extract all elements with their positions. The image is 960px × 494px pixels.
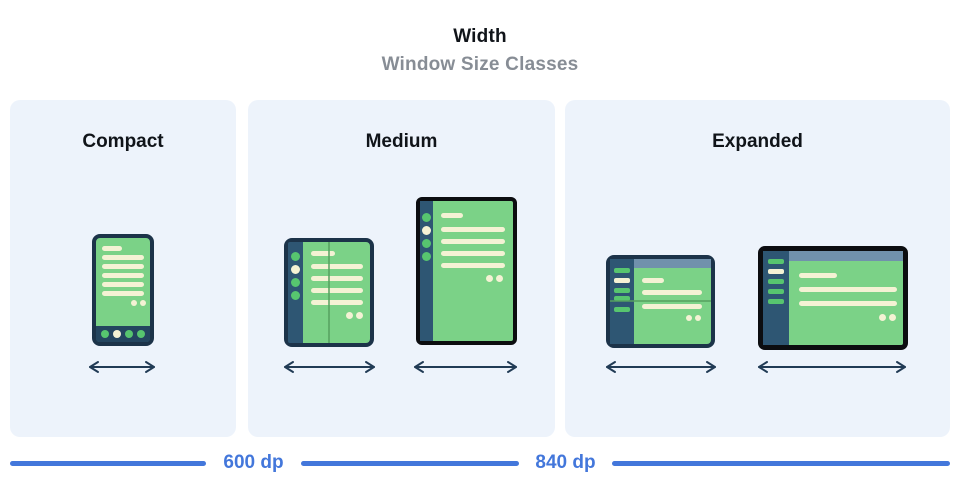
nav-rail [763, 251, 789, 345]
list-line [441, 239, 505, 244]
width-arrow-compact [89, 361, 155, 373]
list-line [102, 282, 144, 287]
width-arrow-tablet [414, 361, 517, 373]
list-line [799, 287, 897, 292]
rail-item [614, 307, 630, 312]
phone-nav-bar [96, 326, 150, 342]
foldable-landscape-device [606, 255, 715, 348]
list-line [441, 251, 505, 256]
list-line [311, 251, 335, 256]
rail-item [768, 279, 784, 284]
width-arrow-landscape-tablet [758, 361, 906, 373]
breakpoint-600-label: 600 dp [223, 452, 284, 473]
width-arrow-landscape-foldable [606, 361, 716, 373]
action-dot [889, 314, 896, 321]
diagram-subtitle: Window Size Classes [381, 54, 579, 75]
list-line [799, 301, 897, 306]
ruler-segment [612, 461, 950, 466]
list-line [311, 300, 363, 305]
rail-item [614, 268, 630, 273]
foldable-portrait-device [284, 238, 374, 347]
rail-dot [422, 252, 431, 261]
list-line [642, 290, 702, 295]
phone-device [92, 234, 154, 346]
nav-dot [113, 330, 121, 338]
size-class-label-expanded: Expanded [712, 131, 803, 152]
fold-line [328, 242, 330, 343]
nav-rail [420, 201, 433, 341]
list-line [642, 278, 664, 283]
diagram-title: Width [453, 26, 507, 47]
rail-dot [422, 213, 431, 222]
list-line [642, 304, 702, 309]
rail-dot [291, 291, 300, 300]
list-line [102, 291, 144, 296]
list-line [102, 264, 144, 269]
rail-item [614, 288, 630, 293]
action-dot [486, 275, 493, 282]
rail-dot [422, 226, 431, 235]
list-line [311, 276, 363, 281]
action-dot [346, 312, 353, 319]
rail-dot [291, 278, 300, 287]
nav-dot [101, 330, 109, 338]
breakpoint-840-label: 840 dp [535, 452, 596, 473]
panel-compact: Compact [10, 100, 236, 437]
action-dot [879, 314, 886, 321]
panel-medium: Medium [248, 100, 555, 437]
list-line [102, 273, 144, 278]
top-app-bar [634, 259, 711, 268]
ruler-segment [301, 461, 519, 466]
action-dot [140, 300, 146, 306]
rail-item [614, 296, 630, 301]
action-dot [496, 275, 503, 282]
rail-item [768, 259, 784, 264]
list-line [799, 273, 837, 278]
size-class-label-compact: Compact [82, 131, 164, 152]
tablet-landscape-device [758, 246, 908, 350]
action-dot [131, 300, 137, 306]
rail-item [768, 269, 784, 274]
width-arrow-foldable [284, 361, 375, 373]
action-dot [686, 315, 692, 321]
list-line [441, 213, 463, 218]
size-class-label-medium: Medium [365, 131, 438, 152]
top-app-bar [789, 251, 903, 261]
rail-dot [291, 265, 300, 274]
fold-line [610, 300, 711, 302]
list-line [311, 264, 363, 269]
action-dot [356, 312, 363, 319]
list-line [102, 246, 122, 251]
action-dot [695, 315, 701, 321]
nav-dot [125, 330, 133, 338]
rail-dot [422, 239, 431, 248]
rail-item [768, 289, 784, 294]
rail-item [614, 278, 630, 283]
ruler-segment [10, 461, 206, 466]
rail-item [768, 299, 784, 304]
list-line [441, 227, 505, 232]
rail-dot [291, 252, 300, 261]
nav-dot [137, 330, 145, 338]
list-line [441, 263, 505, 268]
tablet-portrait-device [416, 197, 517, 345]
list-line [102, 255, 144, 260]
list-line [311, 288, 363, 293]
panel-expanded: Expanded [565, 100, 950, 437]
nav-rail [288, 242, 303, 343]
